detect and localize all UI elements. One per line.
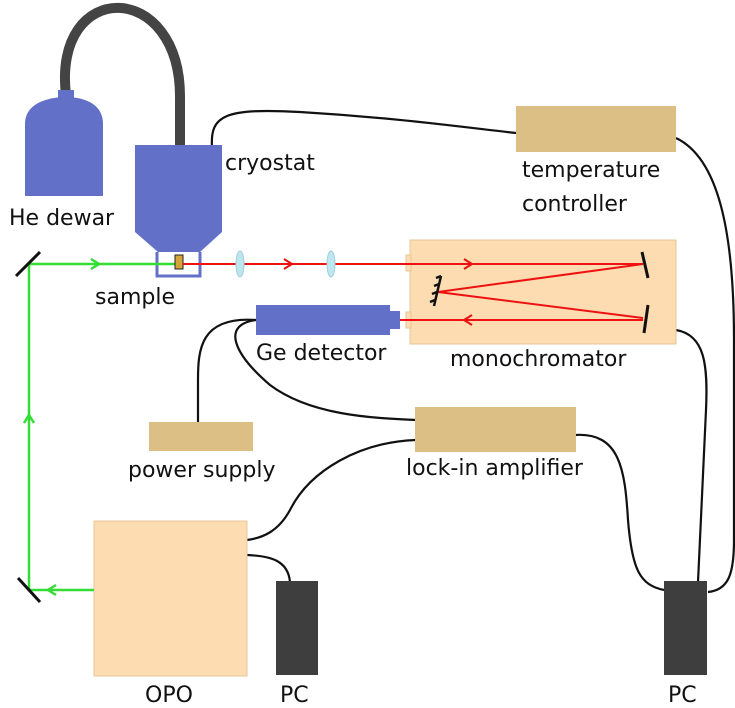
label-cryostat: cryostat bbox=[225, 151, 315, 176]
emission-beam bbox=[183, 258, 644, 326]
label-opo: OPO bbox=[145, 683, 193, 708]
mirror-top-left bbox=[14, 250, 42, 278]
label-power-supply: power supply bbox=[128, 458, 275, 483]
label-ge-detector: Ge detector bbox=[256, 341, 387, 366]
diffraction-grating bbox=[429, 274, 443, 307]
ge-detector bbox=[256, 305, 390, 335]
he-transfer-hose bbox=[59, 2, 186, 152]
lens-2 bbox=[326, 250, 336, 278]
red-beam-arrow-2 bbox=[463, 258, 474, 270]
label-temperature-controller-line1: temperature bbox=[522, 158, 660, 183]
cable-lockin-pc-right bbox=[574, 433, 665, 592]
cable-lockin-opo bbox=[246, 438, 417, 542]
cable-detector-lockin bbox=[234, 318, 417, 422]
cryostat bbox=[135, 145, 222, 252]
lens-1 bbox=[235, 250, 245, 278]
red-beam-arrow-3 bbox=[462, 314, 473, 326]
label-lock-in-amplifier: lock-in amplifier bbox=[406, 456, 584, 481]
opo-box bbox=[93, 520, 248, 677]
cable-cryostat-tempctrl bbox=[210, 109, 517, 148]
green-beam-arrow-1 bbox=[90, 257, 102, 271]
cable-monochromator-pc-right bbox=[675, 328, 708, 583]
grating-tooth-3 bbox=[431, 290, 438, 296]
label-temperature-controller-line2: controller bbox=[522, 192, 628, 217]
green-beam-arrow-2 bbox=[22, 412, 36, 424]
temperature-controller-box bbox=[516, 106, 676, 152]
label-he-dewar: He dewar bbox=[9, 206, 115, 231]
cable-tempctrl-pc bbox=[675, 137, 735, 594]
green-beam-path bbox=[27, 262, 175, 592]
grating-tooth-1 bbox=[435, 274, 442, 280]
pc-left-box bbox=[276, 581, 318, 675]
monochromator-mirror-1 bbox=[640, 251, 650, 279]
label-monochromator: monochromator bbox=[450, 347, 627, 372]
cable-opo-pc-left bbox=[246, 553, 292, 583]
red-beam-arrow-1 bbox=[283, 258, 294, 270]
mirror-bottom-left bbox=[16, 576, 42, 604]
lock-in-amplifier-box bbox=[415, 407, 576, 452]
monochromator-box bbox=[409, 239, 677, 345]
cable-detector-powersupply bbox=[196, 318, 257, 422]
cables bbox=[196, 109, 735, 594]
label-pc-right: PC bbox=[668, 683, 697, 708]
pc-right-box bbox=[664, 581, 707, 675]
grating-tooth-4 bbox=[429, 298, 436, 304]
excitation-beam bbox=[22, 257, 175, 597]
he-dewar bbox=[25, 97, 103, 196]
power-supply-box bbox=[149, 422, 253, 451]
sample bbox=[174, 254, 184, 270]
monochromator-mirror-2 bbox=[642, 304, 650, 334]
label-pc-left: PC bbox=[280, 683, 309, 708]
label-sample: sample bbox=[95, 285, 175, 310]
grating-tooth-2 bbox=[433, 282, 440, 288]
green-beam-arrow-3 bbox=[45, 583, 57, 597]
ge-detector-window bbox=[390, 311, 400, 329]
